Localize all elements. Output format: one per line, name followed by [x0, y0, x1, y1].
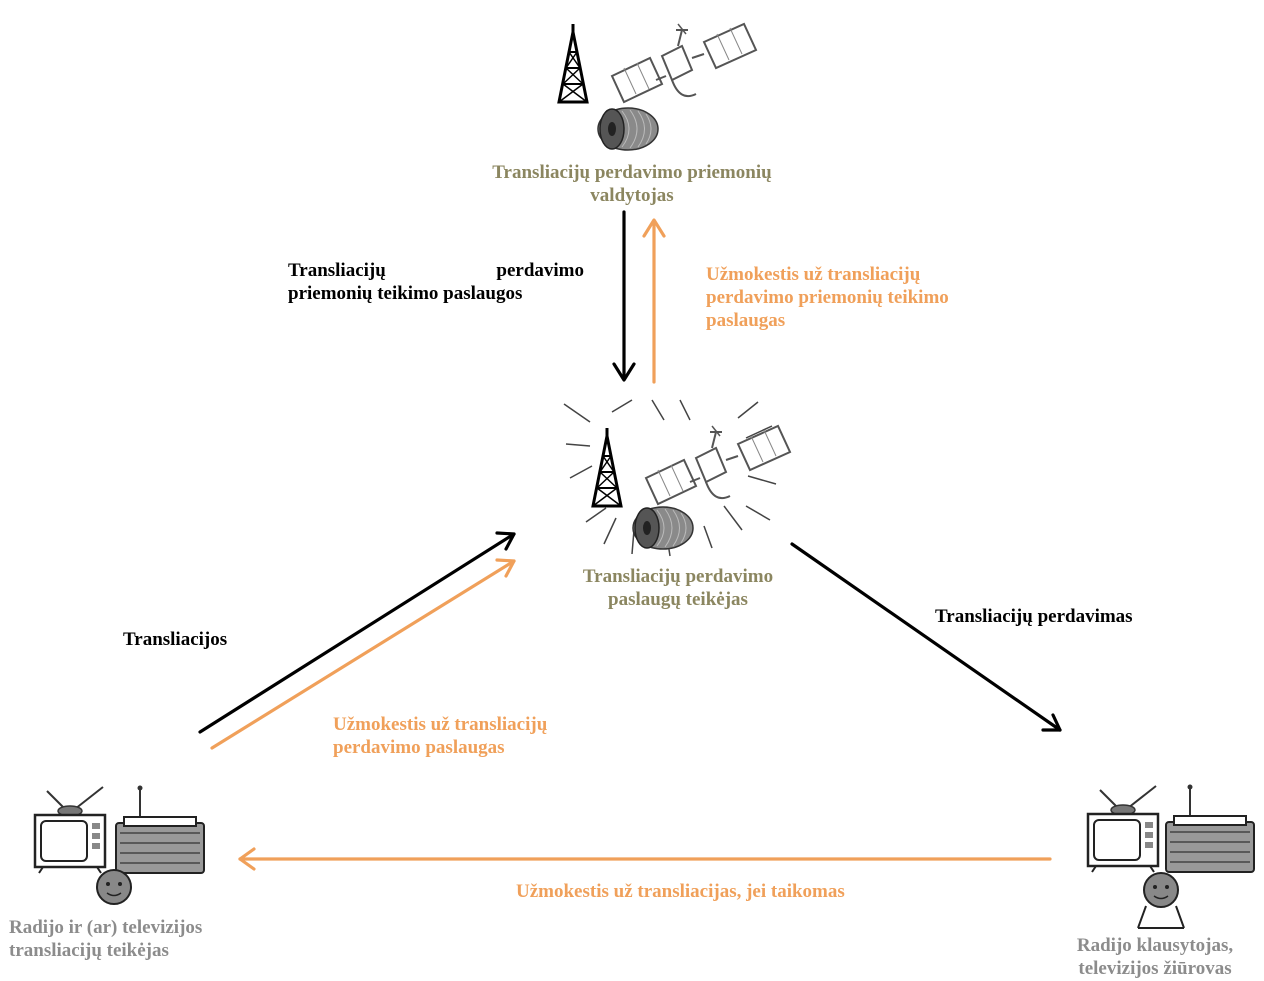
transmission-flow-label: Transliacijų perdavimas: [935, 606, 1133, 627]
arrow-payment-up: [642, 218, 666, 384]
person-icon: [1143, 872, 1179, 908]
network-operator-label: Transliacijų perdavimo priemonių valdyto…: [440, 161, 824, 207]
transmission-provider-label-line1: Transliacijų perdavimo: [582, 566, 774, 587]
person-body-icon: [1137, 905, 1147, 929]
network-operator-label-line2: valdytojas: [590, 185, 674, 206]
broadcaster-label-line2: transliacijų teikėjas: [9, 940, 169, 961]
payment-transmission-flow-label-line1: Užmokestis už transliacijų: [333, 714, 548, 735]
services-flow-label-word1: Transliacijų: [288, 260, 386, 281]
payment-means-flow-label-line1: Užmokestis už transliacijų: [706, 264, 921, 285]
transmission-provider-icon-group: [563, 399, 791, 557]
cable-spool-icon: [632, 506, 694, 550]
transmission-provider-label-line2: paslaugų teikėjas: [608, 589, 748, 610]
arrow-services-down: [612, 210, 636, 382]
audience-label-line1: Radijo klausytojas,: [1076, 935, 1234, 956]
broadcaster-label-line1: Radijo ir (ar) televizijos: [9, 917, 203, 938]
audience-label-line2: televizijos žiūrovas: [1078, 958, 1232, 979]
transmission-tower-icon: [591, 426, 623, 508]
arrow-payment-transmission: [210, 558, 516, 750]
payment-means-flow-label-line3: paslaugas: [706, 310, 786, 331]
broadcaster-icon-group: [33, 784, 205, 905]
transmission-tower-icon: [557, 22, 589, 104]
person-body-icon: [1175, 905, 1185, 929]
audience-label: Radijo klausytojas, televizijos žiūrovas: [1050, 934, 1260, 980]
satellite-icon: [645, 425, 791, 505]
broadcaster-label: Radijo ir (ar) televizijos transliacijų …: [9, 916, 202, 962]
arrow-payment-broadcasts: [238, 847, 1052, 871]
services-flow-label: Transliacijų perdavimo priemonių teikimo…: [288, 259, 584, 305]
payment-means-flow-label-line2: perdavimo priemonių teikimo: [706, 287, 949, 308]
transmission-provider-label: Transliacijų perdavimo paslaugų teikėjas: [530, 565, 826, 611]
person-icon: [96, 869, 132, 905]
arrow-transmission: [790, 542, 1062, 732]
services-flow-label-line2: priemonių teikimo paslaugos: [288, 283, 523, 304]
payment-transmission-flow-label: Užmokestis už transliacijų perdavimo pas…: [333, 713, 547, 759]
cable-spool-icon: [597, 107, 659, 151]
payment-broadcasts-flow-label: Užmokestis už transliacijas, jei taikoma…: [516, 881, 845, 902]
radio-icon: [115, 784, 205, 874]
services-flow-label-line1: Transliacijų perdavimo: [288, 259, 584, 282]
audience-icon-group: [1086, 783, 1255, 929]
payment-means-flow-label: Užmokestis už transliacijų perdavimo pri…: [706, 263, 949, 332]
tv-icon: [1086, 784, 1160, 874]
tv-icon: [33, 785, 107, 875]
services-flow-label-word2: perdavimo: [496, 260, 584, 281]
network-operator-label-line1: Transliacijų perdavimo priemonių: [492, 162, 772, 183]
payment-transmission-flow-label-line2: perdavimo paslaugas: [333, 737, 505, 758]
broadcasts-flow-label: Transliacijos: [123, 629, 228, 650]
network-operator-icon-group: [557, 22, 757, 151]
radio-icon: [1165, 783, 1255, 873]
satellite-icon: [611, 23, 757, 103]
arrow-broadcasts: [198, 531, 516, 734]
